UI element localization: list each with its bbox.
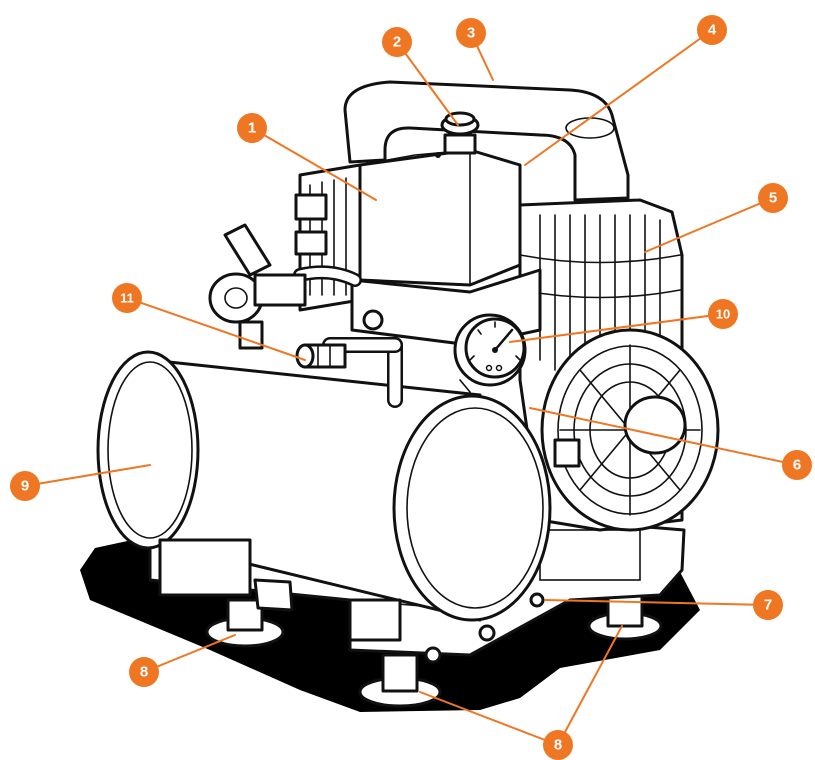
callout-5: 5 <box>758 183 788 213</box>
callout-3: 3 <box>456 18 486 48</box>
callout-9: 9 <box>10 471 40 501</box>
callout-7: 7 <box>753 590 783 620</box>
svg-text:1: 1 <box>248 120 256 137</box>
svg-text:8: 8 <box>554 737 562 754</box>
leader-8a <box>143 634 236 673</box>
callout-2: 2 <box>382 27 412 57</box>
svg-text:11: 11 <box>120 291 134 306</box>
pressure-gauge <box>453 313 527 393</box>
callout-6: 6 <box>782 450 812 480</box>
air-tank <box>96 350 552 664</box>
callout-4: 4 <box>697 15 727 45</box>
svg-text:5: 5 <box>769 190 777 207</box>
callout-8a: 8 <box>129 657 159 687</box>
outlet-coupling <box>208 223 307 350</box>
leader-9 <box>24 464 151 487</box>
leader-6 <box>529 407 798 466</box>
leader-4 <box>524 29 713 166</box>
leader-5 <box>644 197 774 253</box>
leader-11 <box>126 297 306 361</box>
leader-10 <box>509 313 724 343</box>
svg-text:2: 2 <box>393 34 401 51</box>
leader-lines <box>24 29 798 746</box>
svg-text:10: 10 <box>716 307 730 322</box>
svg-text:6: 6 <box>793 457 801 474</box>
svg-text:3: 3 <box>467 25 475 42</box>
svg-text:7: 7 <box>764 597 772 614</box>
leader-8b-2 <box>557 625 623 746</box>
leader-7 <box>544 599 769 606</box>
leader-1 <box>251 127 377 201</box>
quick-coupler <box>295 343 347 369</box>
svg-text:8: 8 <box>140 664 148 681</box>
callout-8b: 8 <box>543 730 573 760</box>
leader-8b-1 <box>419 691 559 746</box>
safety-valve <box>435 111 480 158</box>
svg-text:4: 4 <box>708 22 717 39</box>
callout-10: 10 <box>708 299 738 329</box>
callout-11: 11 <box>112 283 142 313</box>
leader-2 <box>396 41 459 126</box>
callout-1: 1 <box>237 113 267 143</box>
svg-text:9: 9 <box>21 478 29 495</box>
